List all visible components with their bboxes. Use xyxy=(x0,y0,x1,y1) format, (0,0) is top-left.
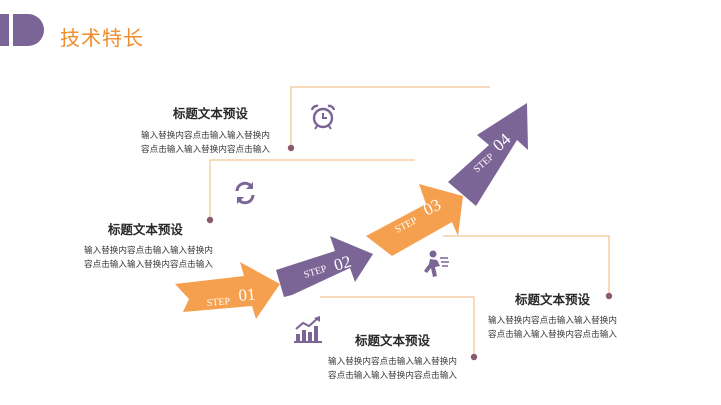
feature-block-2: 标题文本预设 输入替换内容点击输入输入替换内 容点击输入输入替换内容点击输入 xyxy=(84,219,213,272)
feature-block-4: 标题文本预设 输入替换内容点击输入输入替换内 容点击输入输入替换内容点击输入 xyxy=(488,289,617,342)
feature-block-1: 标题文本预设 输入替换内容点击输入输入替换内 容点击输入输入替换内容点击输入 xyxy=(141,103,270,157)
step-num-03: 03 xyxy=(420,195,444,220)
logo-mark xyxy=(0,14,44,46)
running-person-icon xyxy=(424,250,449,277)
feature-block-3: 标题文本预设 输入替换内容点击输入输入替换内 容点击输入输入替换内容点击输入 xyxy=(328,330,457,383)
bar-chart-growth-icon xyxy=(294,316,322,343)
connector-line-4 xyxy=(443,235,610,296)
connector-dot-3 xyxy=(470,353,478,361)
alarm-clock-icon xyxy=(310,104,336,130)
step-num-01: 01 xyxy=(238,285,257,305)
feature-desc-3-line2: 容点击输入输入替换内容点击输入 xyxy=(328,371,457,381)
step-arrow-04 xyxy=(448,103,528,206)
step-arrow-01 xyxy=(175,262,280,319)
feature-desc-3-line1: 输入替换内容点击输入输入替换内 xyxy=(328,357,457,367)
step-label-01: STEP xyxy=(206,296,231,309)
page-title: 技术特长 xyxy=(60,26,144,50)
feature-title-1: 标题文本预设 xyxy=(172,106,248,121)
connector-line-3 xyxy=(320,296,475,357)
feature-desc-1-line1: 输入替换内容点击输入输入替换内 xyxy=(141,131,270,141)
feature-desc-2-line2: 容点击输入输入替换内容点击输入 xyxy=(84,260,213,270)
feature-desc-4-line2: 容点击输入输入替换内容点击输入 xyxy=(488,330,617,340)
feature-title-4: 标题文本预设 xyxy=(514,292,590,307)
feature-desc-2-line1: 输入替换内容点击输入输入替换内 xyxy=(84,246,213,256)
feature-title-2: 标题文本预设 xyxy=(107,222,183,237)
connector-line-2 xyxy=(209,159,415,220)
connector-dot-1 xyxy=(287,144,295,152)
step-arrow-03 xyxy=(366,184,463,256)
refresh-arrows-icon xyxy=(235,181,255,205)
feature-desc-1-line2: 容点击输入输入替换内容点击输入 xyxy=(141,145,270,155)
step-num-02: 02 xyxy=(332,252,354,275)
step-arrow-02 xyxy=(276,236,373,297)
feature-desc-4-line1: 输入替换内容点击输入输入替换内 xyxy=(488,316,617,326)
connector-line-1 xyxy=(290,86,490,148)
feature-title-3: 标题文本预设 xyxy=(354,333,430,348)
connector-dot-2 xyxy=(206,216,214,224)
connector-dot-4 xyxy=(605,292,613,300)
